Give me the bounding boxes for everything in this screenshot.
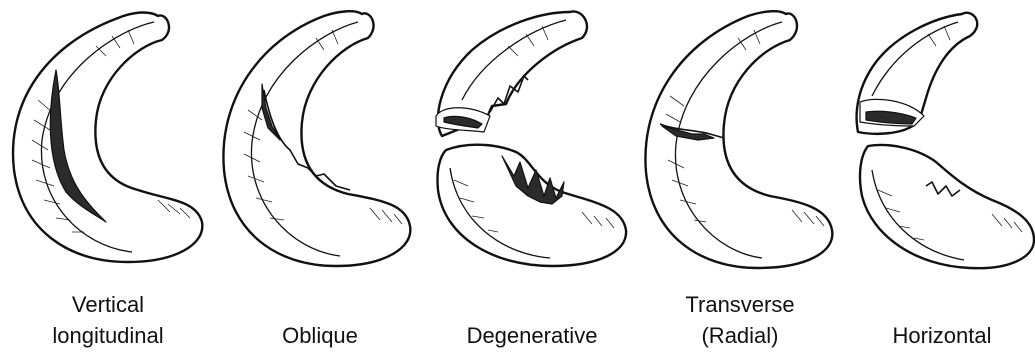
caption-line-1 bbox=[220, 289, 420, 320]
caption-line-2: Degenerative bbox=[432, 320, 632, 351]
oblique-illustration bbox=[220, 0, 420, 280]
caption-line-2: longitudinal bbox=[8, 320, 208, 351]
caption-line-1: Transverse bbox=[640, 289, 840, 320]
caption-line-2: (Radial) bbox=[640, 320, 840, 351]
vertical-longitudinal-illustration bbox=[8, 0, 208, 280]
caption-vertical-longitudinal: Vertical longitudinal bbox=[8, 289, 208, 351]
transverse-radial-illustration bbox=[640, 0, 840, 280]
caption-line-2: Horizontal bbox=[852, 320, 1032, 351]
caption-line-2: Oblique bbox=[220, 320, 420, 351]
caption-horizontal: Horizontal bbox=[852, 289, 1032, 351]
caption-transverse-radial: Transverse (Radial) bbox=[640, 289, 840, 351]
caption-degenerative: Degenerative bbox=[432, 289, 632, 351]
horizontal-illustration bbox=[852, 0, 1035, 280]
caption-line-1 bbox=[432, 289, 632, 320]
caption-line-1 bbox=[852, 289, 1032, 320]
degenerative-illustration bbox=[432, 0, 632, 280]
caption-oblique: Oblique bbox=[220, 289, 420, 351]
caption-line-1: Vertical bbox=[8, 289, 208, 320]
